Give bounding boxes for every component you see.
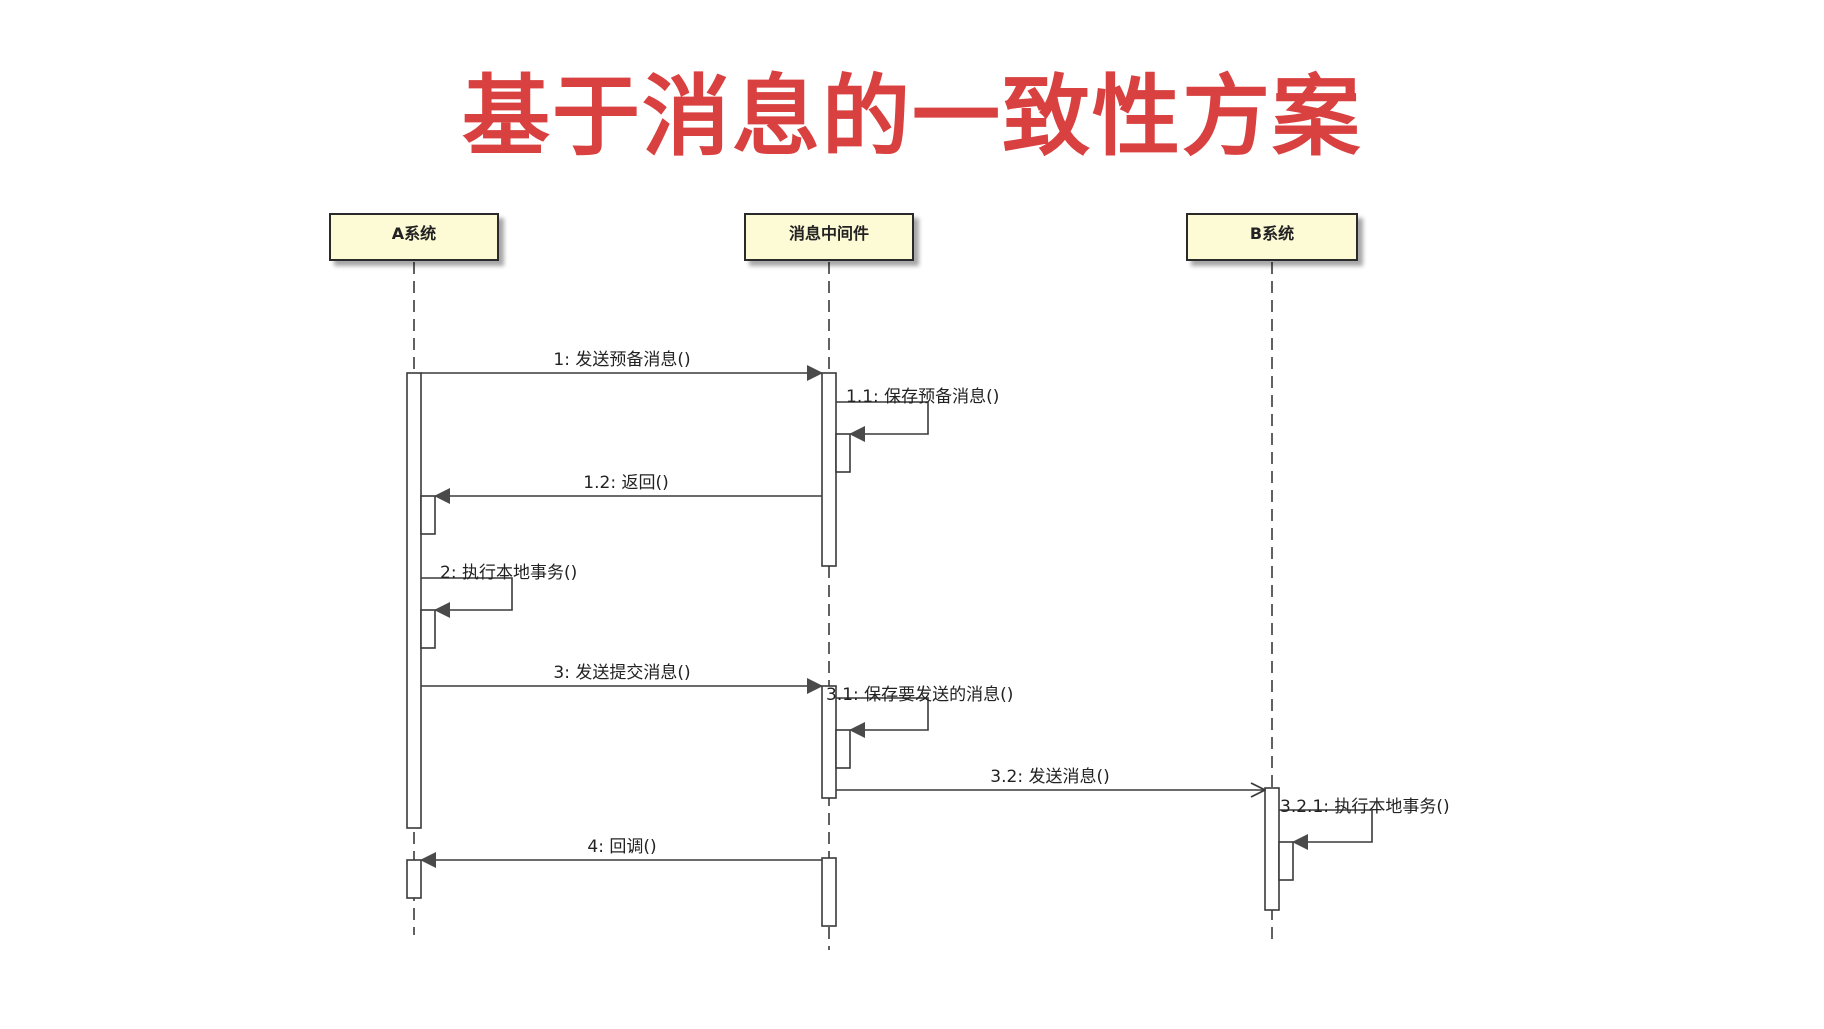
activation-mq-1 [821, 372, 837, 567]
message-1-2-label: 1.2: 返回() [583, 473, 668, 493]
message-3-2-1-arrow [1279, 809, 1373, 850]
activation-mq-4 [821, 857, 837, 927]
message-2-label: 2: 执行本地事务() [440, 563, 577, 583]
participant-a: A系统 [329, 213, 499, 261]
message-1-1: 1.1: 保存预备消息() [836, 387, 999, 442]
message-1: 1: 发送预备消息() [421, 350, 823, 381]
message-3-1-label: 3.1: 保存要发送的消息() [826, 685, 1013, 705]
message-2-arrow [421, 577, 513, 618]
message-3-2-label: 3.2: 发送消息() [990, 767, 1109, 787]
message-3-1: 3.1: 保存要发送的消息() [826, 685, 1013, 738]
page-title: 基于消息的一致性方案 [461, 65, 1362, 168]
message-3-2-1: 3.2.1: 执行本地事务() [1279, 797, 1450, 850]
message-1-2: 1.2: 返回() [434, 473, 822, 504]
activation-a-local [420, 609, 436, 649]
message-3-2-1-label: 3.2.1: 执行本地事务() [1280, 797, 1450, 817]
message-4-label: 4: 回调() [587, 837, 656, 857]
activation-a-callback [406, 859, 422, 899]
message-3-2: 3.2: 发送消息() [836, 767, 1265, 790]
activation-b [1264, 787, 1280, 911]
message-3: 3: 发送提交消息() [421, 663, 823, 694]
message-3-label: 3: 发送提交消息() [553, 663, 690, 683]
participant-mq: 消息中间件 [744, 213, 914, 261]
participant-b: B系统 [1186, 213, 1358, 261]
participant-a-label: A系统 [392, 224, 436, 243]
participant-b-label: B系统 [1250, 224, 1294, 243]
activation-a-main [406, 372, 422, 829]
message-1-1-label: 1.1: 保存预备消息() [846, 387, 999, 407]
activation-a-return [420, 495, 436, 535]
participant-mq-label: 消息中间件 [789, 224, 869, 243]
message-2: 2: 执行本地事务() [421, 563, 577, 618]
message-1-label: 1: 发送预备消息() [553, 350, 690, 370]
message-4: 4: 回调() [420, 837, 822, 868]
message-3-1-arrow [836, 697, 929, 738]
message-1-1-arrow [836, 401, 929, 442]
activation-mq-3-self [835, 729, 851, 769]
activation-mq-1-self [835, 433, 851, 473]
activation-b-self [1278, 841, 1294, 881]
